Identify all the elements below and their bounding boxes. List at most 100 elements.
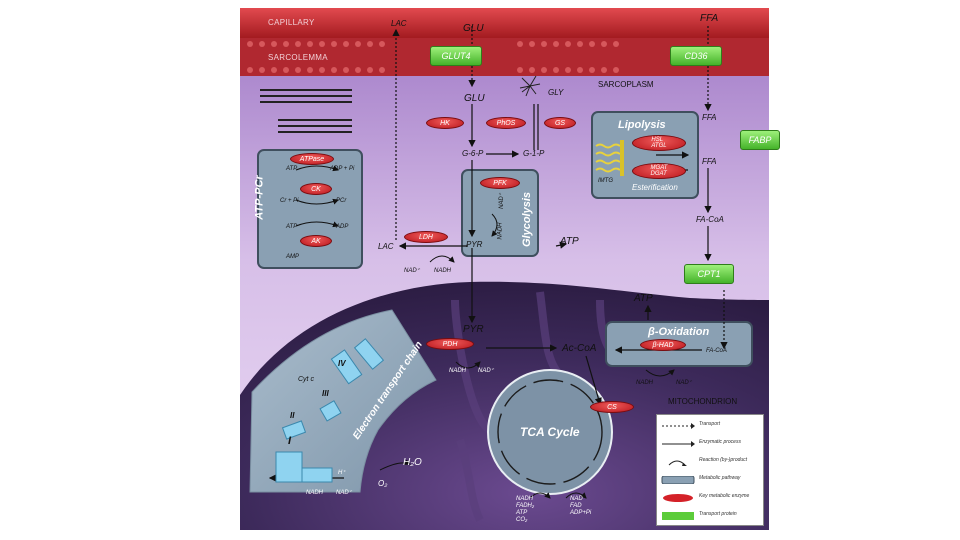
- hsl-atgl-enzyme: HSL ATGL: [632, 135, 686, 151]
- hk-enzyme: HK: [426, 117, 464, 129]
- nad-ldh: NAD⁺: [404, 268, 420, 274]
- nadh-beta: NADH: [636, 380, 654, 386]
- nad-glycolysis: NAD⁺: [498, 193, 505, 209]
- nad-pdh: NAD⁺: [478, 368, 494, 374]
- etc-band: [249, 309, 437, 493]
- legend-label: Enzymatic process: [699, 439, 741, 445]
- cs-enzyme: CS: [590, 401, 634, 413]
- complex-iv-label: IV: [338, 359, 346, 368]
- glycogen-icon: [519, 75, 541, 97]
- curved-arrows: [295, 165, 675, 499]
- sarcoplasm-label: SARCOPLASM: [598, 80, 654, 89]
- legend-row: Enzymatic process: [661, 437, 761, 449]
- cpt1-transporter: CPT1: [684, 264, 734, 284]
- nad-beta: NAD⁺: [676, 380, 692, 386]
- fabp-transporter: FABP: [740, 130, 780, 150]
- nadh-ldh: NADH: [434, 268, 452, 274]
- sarcolemma-label: SARCOLEMMA: [268, 53, 328, 62]
- legend-curved-arrow-icon: [668, 460, 687, 466]
- legend-row: Transport: [661, 419, 761, 431]
- myofibrils: [260, 89, 352, 133]
- glu-capillary: GLU: [463, 23, 484, 34]
- glycolysis-box: [461, 169, 539, 257]
- fa-coa-label: FA-CoA: [696, 215, 724, 224]
- mgat-dgat-enzyme: MGAT DGAT: [632, 163, 686, 179]
- complex-i-label: I: [288, 435, 292, 447]
- atp-pcr-adp1: ADP + Pi: [330, 166, 355, 172]
- nadh-glycolysis: NADH: [497, 222, 504, 240]
- gs-enzyme: GS: [544, 117, 576, 129]
- membrane-lipids: [247, 41, 619, 73]
- legend-ellipse-icon: [663, 494, 693, 502]
- g1p-label: G-1-P: [523, 149, 545, 158]
- beta-oxidation-title: β-Oxidation: [648, 326, 710, 338]
- mitochondrion-label: MITOCHONDRION: [668, 397, 738, 406]
- legend-label: Reaction (by-)product: [699, 457, 748, 463]
- legend: Transport Enzymatic process Reaction (by…: [656, 414, 764, 526]
- glu-sarcoplasm: GLU: [464, 93, 485, 104]
- imtg-label: IMTG: [598, 178, 613, 184]
- o2-label: O₂: [378, 479, 388, 488]
- nadh-pdh: NADH: [449, 368, 467, 374]
- legend-row: Key metabolic enzyme: [661, 491, 761, 503]
- legend-row: Transport protein: [661, 509, 761, 521]
- etc-nadh: NADH: [306, 490, 324, 496]
- legend-label: Transport protein: [699, 511, 737, 517]
- legend-row: Reaction (by-)product: [661, 455, 761, 467]
- pfk-enzyme: PFK: [480, 177, 520, 189]
- lipolysis-title: Lipolysis: [618, 119, 666, 131]
- atp-pcr-amp: AMP: [286, 254, 300, 260]
- tca-products: NADH FADH₂ ATP CO₂: [516, 496, 535, 523]
- pyr-cytosol: PYR: [466, 240, 483, 249]
- complex-i-shape: [275, 451, 303, 483]
- legend-dotted-arrow-icon: [662, 423, 695, 429]
- ldh-enzyme: LDH: [404, 231, 448, 243]
- pyr-mito: PYR: [463, 324, 484, 335]
- complex-iii-shape: [319, 400, 342, 422]
- cd36-transporter: CD36: [670, 46, 722, 66]
- etc-nad: NAD⁺: [336, 490, 352, 496]
- ac-coa-label: Ac-CoA: [562, 343, 597, 354]
- cytc-label: Cyt c: [298, 376, 314, 383]
- glut4-transporter: GLUT4: [430, 46, 482, 66]
- glycolysis-title: Glycolysis: [521, 191, 534, 248]
- legend-solid-arrow-icon: [662, 441, 695, 447]
- tca-cycle-arrows: [497, 379, 603, 485]
- legend-label: Metabolic pathway: [699, 475, 741, 481]
- ffa-1: FFA: [702, 113, 717, 122]
- atp-glycolysis: ATP: [560, 236, 579, 247]
- complex-i-arm: [301, 467, 333, 483]
- etc-complexes: [275, 338, 385, 483]
- atp-pcr-pcr: PCr: [336, 198, 347, 204]
- legend-green-rect-icon: [662, 512, 694, 520]
- lac-sarcoplasm: LAC: [378, 242, 394, 251]
- esterification-label: Esterification: [632, 183, 678, 192]
- ak-enzyme: AK: [300, 235, 332, 247]
- atp-pcr-cr: Cr + Pi: [280, 198, 299, 204]
- legend-box-icon: [661, 476, 695, 484]
- tca-cycle-title: TCA Cycle: [520, 425, 580, 439]
- imtg-droplets: [595, 143, 621, 173]
- atp-pcr-atp1: ATP: [286, 166, 298, 172]
- capillary-label: CAPILLARY: [268, 18, 315, 27]
- capillary-region: [240, 8, 769, 38]
- atp-pcr-atp2: ATP: [286, 224, 298, 230]
- legend-label: Key metabolic enzyme: [699, 493, 750, 499]
- beta-had-enzyme: β-HAD: [640, 339, 686, 351]
- ffa-2: FFA: [702, 157, 717, 166]
- atp-synthase-shape: [353, 338, 385, 370]
- atp-pcr-title: ATP-PCr: [253, 175, 266, 220]
- ffa-capillary: FFA: [700, 13, 719, 24]
- fa-coa-mito: FA-CoA: [706, 348, 727, 354]
- etc-h: H⁺: [338, 470, 346, 476]
- complex-ii-shape: [281, 420, 307, 440]
- h2o-label: H₂O: [403, 457, 422, 468]
- phos-enzyme: PhOS: [486, 117, 526, 129]
- ck-enzyme: CK: [300, 183, 332, 195]
- g6p-label: G-6-P: [462, 149, 484, 158]
- atpase-enzyme: ATPase: [290, 153, 334, 165]
- legend-label: Transport: [699, 421, 721, 427]
- atp-pcr-box: [257, 149, 363, 269]
